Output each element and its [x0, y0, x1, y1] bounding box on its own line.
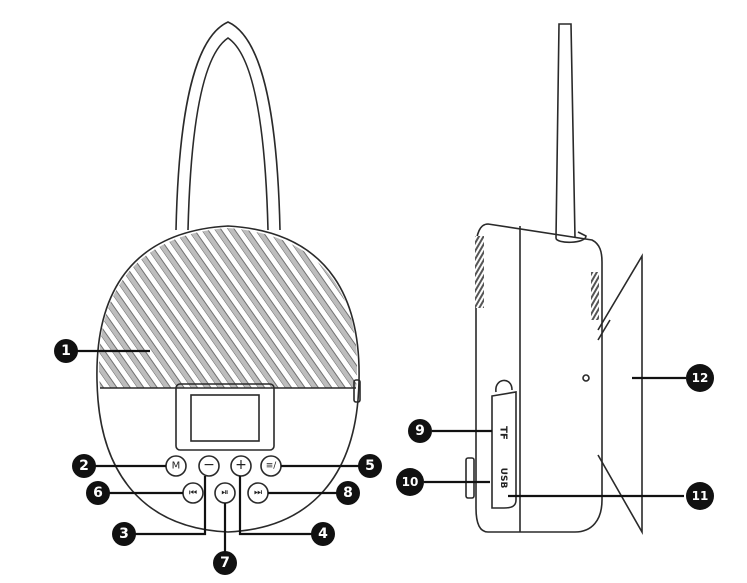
port-cover[interactable]	[491, 391, 517, 509]
callout-6: 6	[86, 481, 110, 505]
callout-7-label: 7	[220, 555, 230, 571]
side-view: TF USB	[424, 23, 686, 536]
front-body	[96, 225, 360, 533]
button-mode-5-label: ≡/	[266, 461, 278, 471]
button-previous[interactable]: ⏮	[182, 482, 204, 504]
callout-12-label: 12	[692, 371, 709, 385]
callout-3: 3	[112, 522, 136, 546]
button-volume-up[interactable]: +	[230, 455, 252, 477]
callout-3-label: 3	[119, 526, 129, 542]
speaker-grill	[98, 228, 358, 388]
callout-4-label: 4	[318, 526, 328, 542]
callout-5-label: 5	[365, 458, 375, 474]
callout-7: 7	[213, 551, 237, 575]
button-volume-down-label: −	[203, 457, 215, 473]
tf-slot-label: TF	[498, 426, 509, 440]
callout-9: 9	[408, 419, 432, 443]
callout-6-label: 6	[93, 485, 103, 501]
callout-2: 2	[72, 454, 96, 478]
button-volume-up-label: +	[235, 457, 247, 473]
front-strap	[175, 21, 281, 231]
callout-4: 4	[311, 522, 335, 546]
callout-8: 8	[336, 481, 360, 505]
button-play-pause[interactable]: ⏯	[214, 482, 236, 504]
callout-12: 12	[686, 364, 714, 392]
prev-icon: ⏮	[189, 488, 197, 498]
button-mode-label: M	[172, 461, 181, 472]
callout-8-label: 8	[343, 485, 353, 501]
callout-2-label: 2	[79, 458, 89, 474]
suction-cup	[597, 253, 643, 536]
callout-1-label: 1	[61, 343, 71, 359]
lcd-display	[175, 383, 275, 451]
button-next[interactable]: ⏭	[247, 482, 269, 504]
callout-5: 5	[358, 454, 382, 478]
callout-1: 1	[54, 339, 78, 363]
callout-11: 11	[686, 482, 714, 510]
play-pause-icon: ⏯	[221, 488, 228, 498]
callout-9-label: 9	[415, 423, 425, 439]
usb-port-label: USB	[498, 468, 508, 489]
button-volume-down[interactable]: −	[198, 455, 220, 477]
next-icon: ⏭	[254, 488, 262, 498]
callout-10: 10	[396, 468, 424, 496]
callouts: 1 2 3 4 5 6 7 8	[54, 339, 714, 575]
button-mode-5[interactable]: ≡/	[260, 455, 282, 477]
front-view: M − + ≡/ ⏮ ⏯ ⏭	[66, 21, 361, 560]
button-mode[interactable]: M	[165, 455, 187, 477]
callout-11-label: 11	[692, 489, 709, 503]
callout-10-label: 10	[402, 475, 419, 489]
